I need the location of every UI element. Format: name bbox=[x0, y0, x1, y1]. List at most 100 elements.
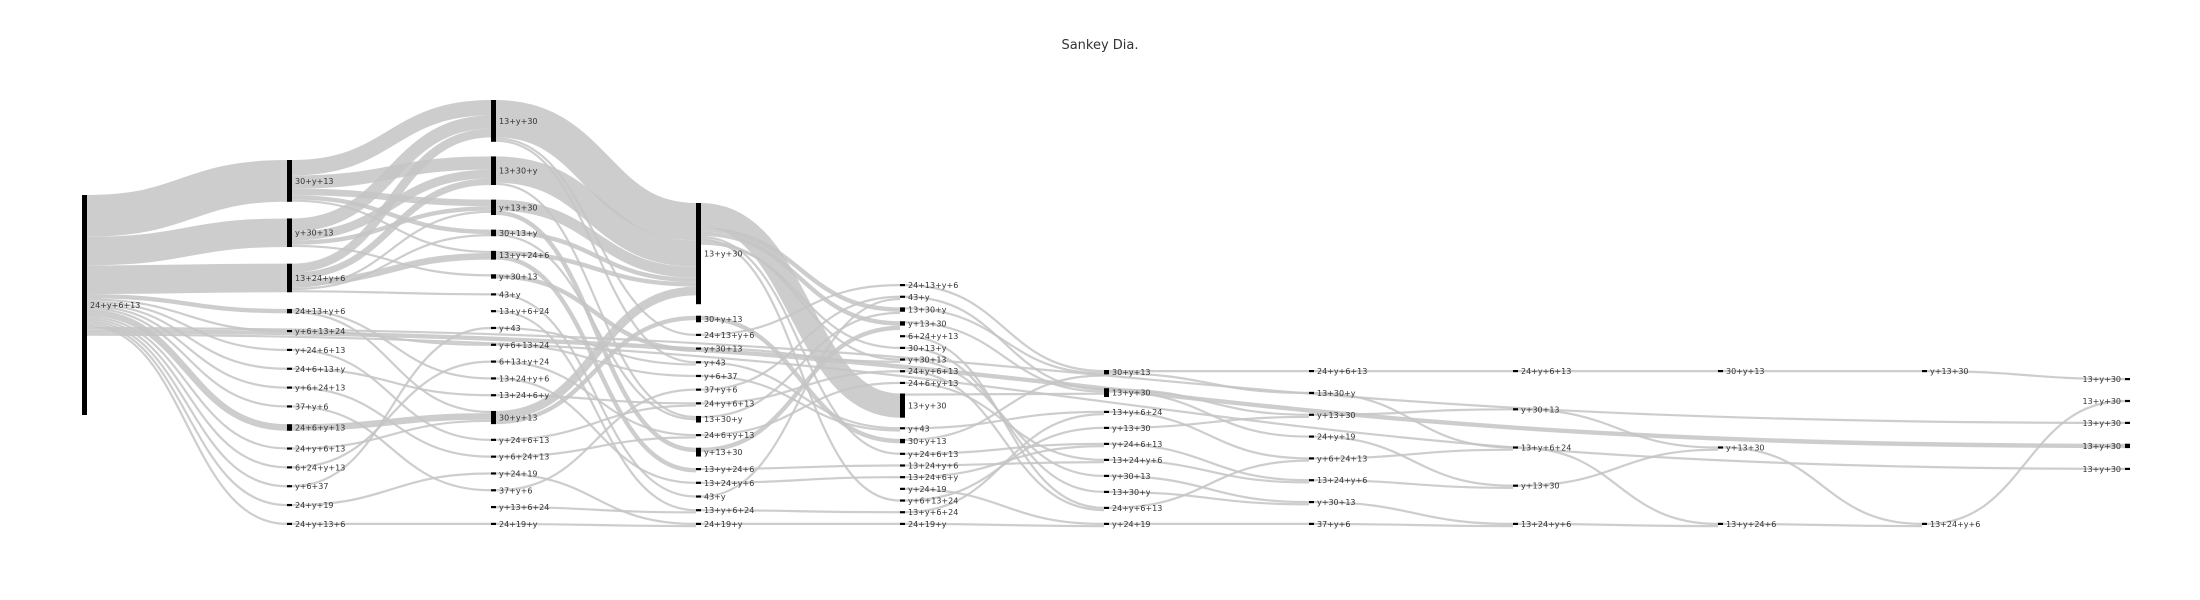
sankey-node-label: 13+24+y+6 bbox=[1930, 520, 1980, 529]
flow-link bbox=[291, 360, 492, 469]
flow-link bbox=[904, 413, 1105, 514]
sankey-node-label: y+43 bbox=[499, 324, 521, 333]
flow-link bbox=[700, 509, 901, 514]
flow-link bbox=[86, 333, 2126, 470]
sankey-node bbox=[491, 377, 496, 380]
sankey-node-label: 13+30+y bbox=[1112, 488, 1151, 497]
flow-link bbox=[291, 311, 492, 414]
sankey-node bbox=[900, 511, 905, 514]
flow-link bbox=[1722, 522, 1923, 528]
sankey-node-label: 13+y+6+24 bbox=[704, 506, 754, 515]
sankey-node bbox=[491, 326, 496, 330]
sankey-node-label: y+13+30 bbox=[499, 203, 538, 212]
sankey-node bbox=[900, 321, 905, 326]
sankey-node-label: 37+y+6 bbox=[704, 386, 737, 395]
sankey-node-label: 24+19+y bbox=[704, 520, 743, 529]
sankey-node bbox=[491, 310, 496, 313]
sankey-node bbox=[1104, 370, 1109, 375]
sankey-node bbox=[1718, 522, 1723, 525]
sankey-node bbox=[1309, 370, 1314, 373]
sankey-node-label: y+6+13+24 bbox=[499, 341, 549, 350]
sankey-node bbox=[491, 505, 496, 509]
sankey-node bbox=[1104, 474, 1109, 477]
sankey-node-label: y+24+6+13 bbox=[499, 436, 549, 445]
sankey-node-label: 30+y+13 bbox=[1726, 367, 1765, 376]
sankey-node bbox=[696, 315, 701, 323]
sankey-node bbox=[900, 438, 905, 444]
flow-link bbox=[1517, 408, 1719, 449]
sankey-node-label: 24+y+6+13 bbox=[908, 367, 958, 376]
flow-link bbox=[86, 218, 288, 266]
sankey-node-label: 13+24+y+6 bbox=[1317, 476, 1367, 485]
flow-link bbox=[495, 182, 697, 419]
sankey-node-label: y+24+19 bbox=[1112, 520, 1151, 529]
flow-link bbox=[904, 321, 1105, 393]
flow-link bbox=[904, 284, 1105, 373]
sankey-node-label: 30+y+13 bbox=[704, 315, 743, 324]
sankey-node-label: 6+13+y+24 bbox=[499, 358, 549, 367]
sankey-node-label: y+30+13 bbox=[1112, 472, 1151, 481]
sankey-node-label: 24+y+6+13 bbox=[90, 301, 140, 310]
sankey-node bbox=[491, 410, 496, 425]
sankey-node-label: 13+24+y+6 bbox=[704, 479, 754, 488]
flow-link bbox=[495, 286, 697, 420]
flow-link bbox=[291, 100, 492, 176]
flow-link bbox=[291, 348, 492, 441]
flow-link bbox=[1926, 399, 2126, 525]
sankey-node bbox=[1309, 522, 1314, 525]
flow-link bbox=[291, 290, 492, 296]
flow-link bbox=[1108, 490, 1310, 506]
flow-link bbox=[291, 253, 492, 286]
sankey-node-label: 24+13+y+6 bbox=[908, 281, 958, 290]
sankey-node-label: 37+y+6 bbox=[295, 402, 328, 411]
sankey-node bbox=[1104, 506, 1109, 509]
sankey-node-label: 24+13+y+6 bbox=[295, 307, 345, 316]
sankey-node bbox=[491, 438, 496, 441]
flow-link bbox=[495, 315, 697, 425]
sankey-node-label: y+24+19 bbox=[908, 485, 947, 494]
sankey-node bbox=[1309, 457, 1314, 460]
sankey-node-label: y+30+13 bbox=[908, 356, 947, 365]
sankey-node-label: 13+24+y+6 bbox=[295, 274, 345, 283]
flow-link bbox=[700, 374, 901, 432]
sankey-node-label: 24+6+y+13 bbox=[295, 423, 345, 432]
sankey-node-label: 24+19+y bbox=[499, 520, 538, 529]
sankey-node-label: y+24+6+13 bbox=[295, 346, 345, 355]
sankey-node-label: y+6+13+24 bbox=[295, 327, 345, 336]
sankey-node-label: 13+y+30 bbox=[2083, 442, 2122, 451]
sankey-node bbox=[287, 485, 292, 488]
sankey-node bbox=[1309, 413, 1314, 416]
sankey-node-label: y+24+6+13 bbox=[1112, 440, 1162, 449]
sankey-node-label: y+6+24+13 bbox=[295, 384, 345, 393]
flow-link bbox=[700, 231, 901, 326]
flow-link bbox=[1108, 415, 1310, 429]
sankey-node bbox=[900, 370, 905, 373]
flow-link bbox=[904, 392, 1105, 396]
flow-link bbox=[495, 234, 697, 421]
sankey-node bbox=[491, 250, 496, 260]
sankey-node-label: 24+y+6+13 bbox=[704, 399, 754, 408]
flow-link bbox=[495, 250, 697, 287]
flow-link bbox=[495, 255, 697, 473]
sankey-node bbox=[1513, 370, 1518, 373]
sankey-node-label: 30+y+13 bbox=[499, 414, 538, 423]
flow-link bbox=[1108, 372, 1310, 395]
sankey-node-label: y+30+13 bbox=[295, 229, 334, 238]
flow-link bbox=[291, 178, 492, 280]
flow-link bbox=[1722, 446, 1923, 525]
flow-link bbox=[1108, 442, 1310, 482]
sankey-node bbox=[696, 347, 701, 350]
sankey-node bbox=[696, 203, 701, 305]
flow-link bbox=[495, 139, 697, 364]
sankey-node-label: 13+y+30 bbox=[2083, 419, 2122, 428]
flow-link bbox=[904, 442, 1105, 455]
sankey-node-label: 24+6+y+13 bbox=[704, 431, 754, 440]
sankey-node bbox=[1718, 370, 1723, 373]
flow-link bbox=[1313, 522, 1514, 528]
sankey-node bbox=[696, 402, 701, 405]
sankey-node bbox=[900, 335, 905, 338]
flow-link bbox=[700, 297, 901, 498]
flow-link bbox=[700, 242, 901, 349]
flow-link bbox=[700, 381, 901, 437]
sankey-node bbox=[696, 509, 701, 512]
